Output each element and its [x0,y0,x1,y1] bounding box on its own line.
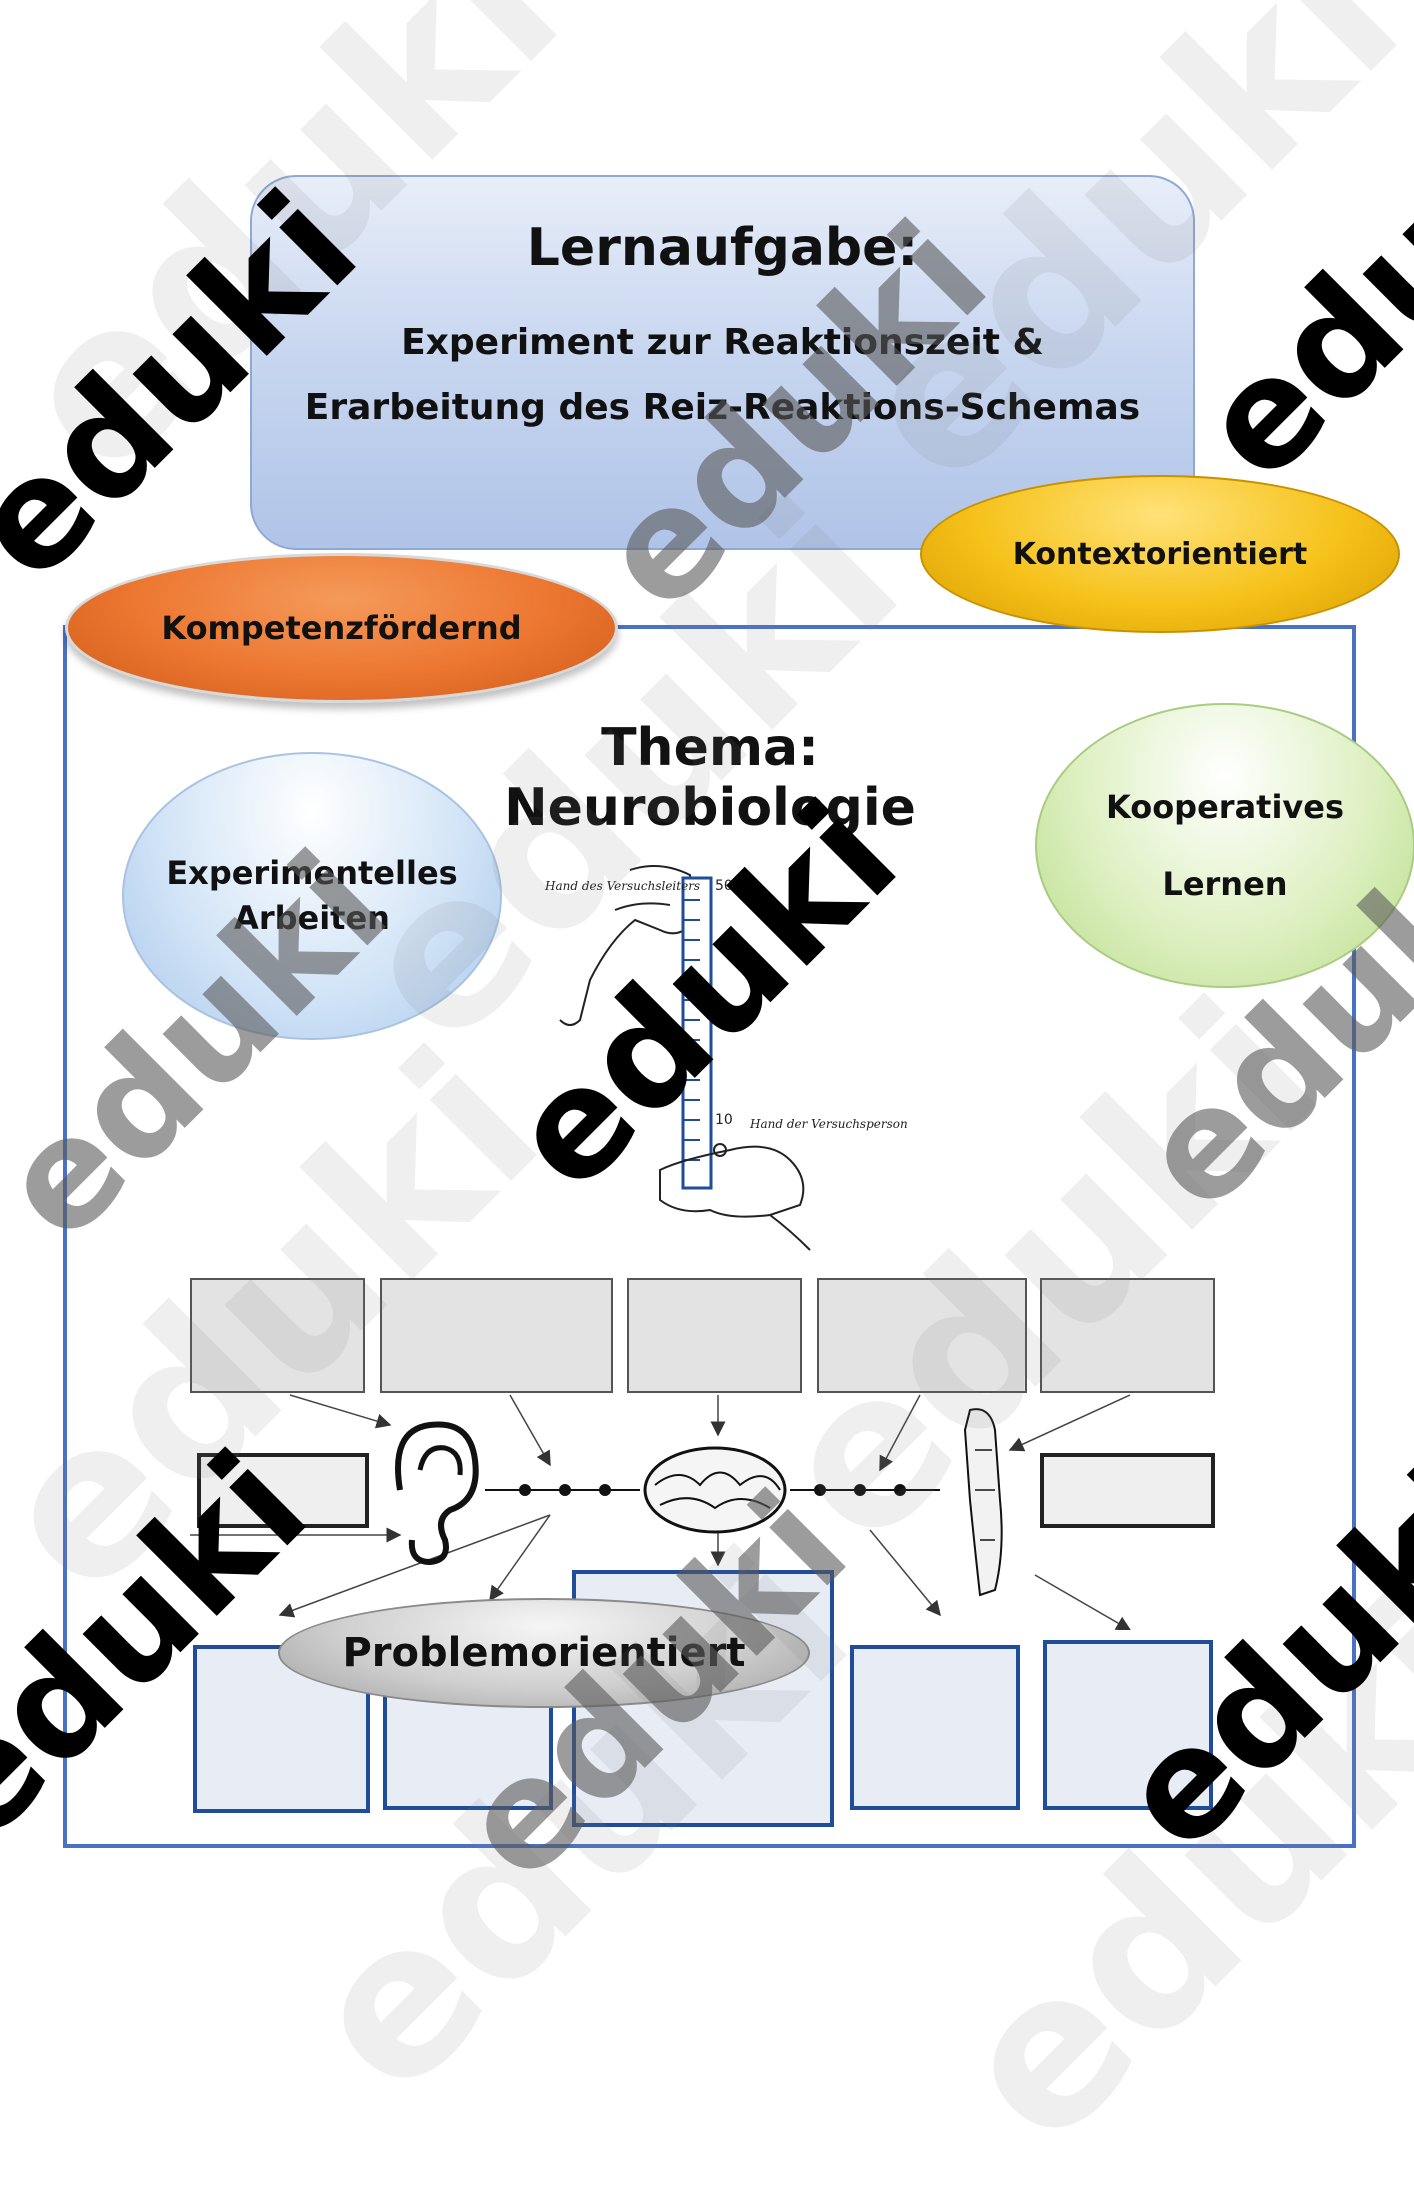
title-heading: Lernaufgabe: [526,218,919,278]
schema-box-top-2 [380,1278,613,1393]
brain-icon [643,1446,787,1534]
ruler-label-top: 50 [715,878,733,894]
answer-box-5 [1043,1640,1213,1810]
badge-kompetenz-label: Kompetenzfördernd [161,609,522,647]
badge-kontextorientiert: Kontextorientiert [920,475,1400,633]
ear-icon [395,1421,479,1566]
badge-koop-line-2: Lernen [1162,864,1288,903]
badge-experiment-line-2: Arbeiten [234,899,390,937]
badge-experiment-line-1: Experimentelles [166,854,458,893]
answer-box-4 [850,1645,1020,1810]
ruler-experiment-illustration: 50 10 Hand des Versuchsleiters Hand der … [544,865,908,1251]
badge-problem-label: Problemorientiert [342,1630,746,1676]
badge-kompetenzfoerdernd: Kompetenzfördernd [65,553,618,703]
schema-box-top-4 [817,1278,1027,1393]
badge-koop-line-1: Kooperatives [1105,787,1345,826]
title-line-1: Experiment zur Reaktionszeit & [401,322,1044,363]
badge-problemorientiert: Problemorientiert [278,1598,810,1708]
schema-box-top-3 [627,1278,802,1393]
badge-kontext-label: Kontextorientiert [1012,536,1308,572]
schema-box-top-5 [1040,1278,1215,1393]
content-frame [63,625,1356,1848]
label-hand-versuchsleiter: Hand des Versuchsleiters [544,879,700,893]
neuron-chain-right-icon [790,1484,940,1496]
ruler-label-bottom: 10 [715,1112,733,1128]
schema-box-left [197,1453,369,1528]
topic-title: Thema: Neurobiologie [504,718,916,838]
reiz-reaktions-schema-drawing [190,1394,1132,1630]
schema-box-right [1040,1453,1215,1528]
watermark-eduki-2: eduki [1166,60,1414,514]
title-line-2: Erarbeitung des Reiz-Reaktions-Schemas [304,387,1141,428]
label-hand-versuchsperson: Hand der Versuchsperson [749,1117,908,1131]
arm-icon [963,1408,1003,1597]
neuron-chain-left-icon [485,1484,640,1496]
schema-box-top-1 [190,1278,365,1393]
